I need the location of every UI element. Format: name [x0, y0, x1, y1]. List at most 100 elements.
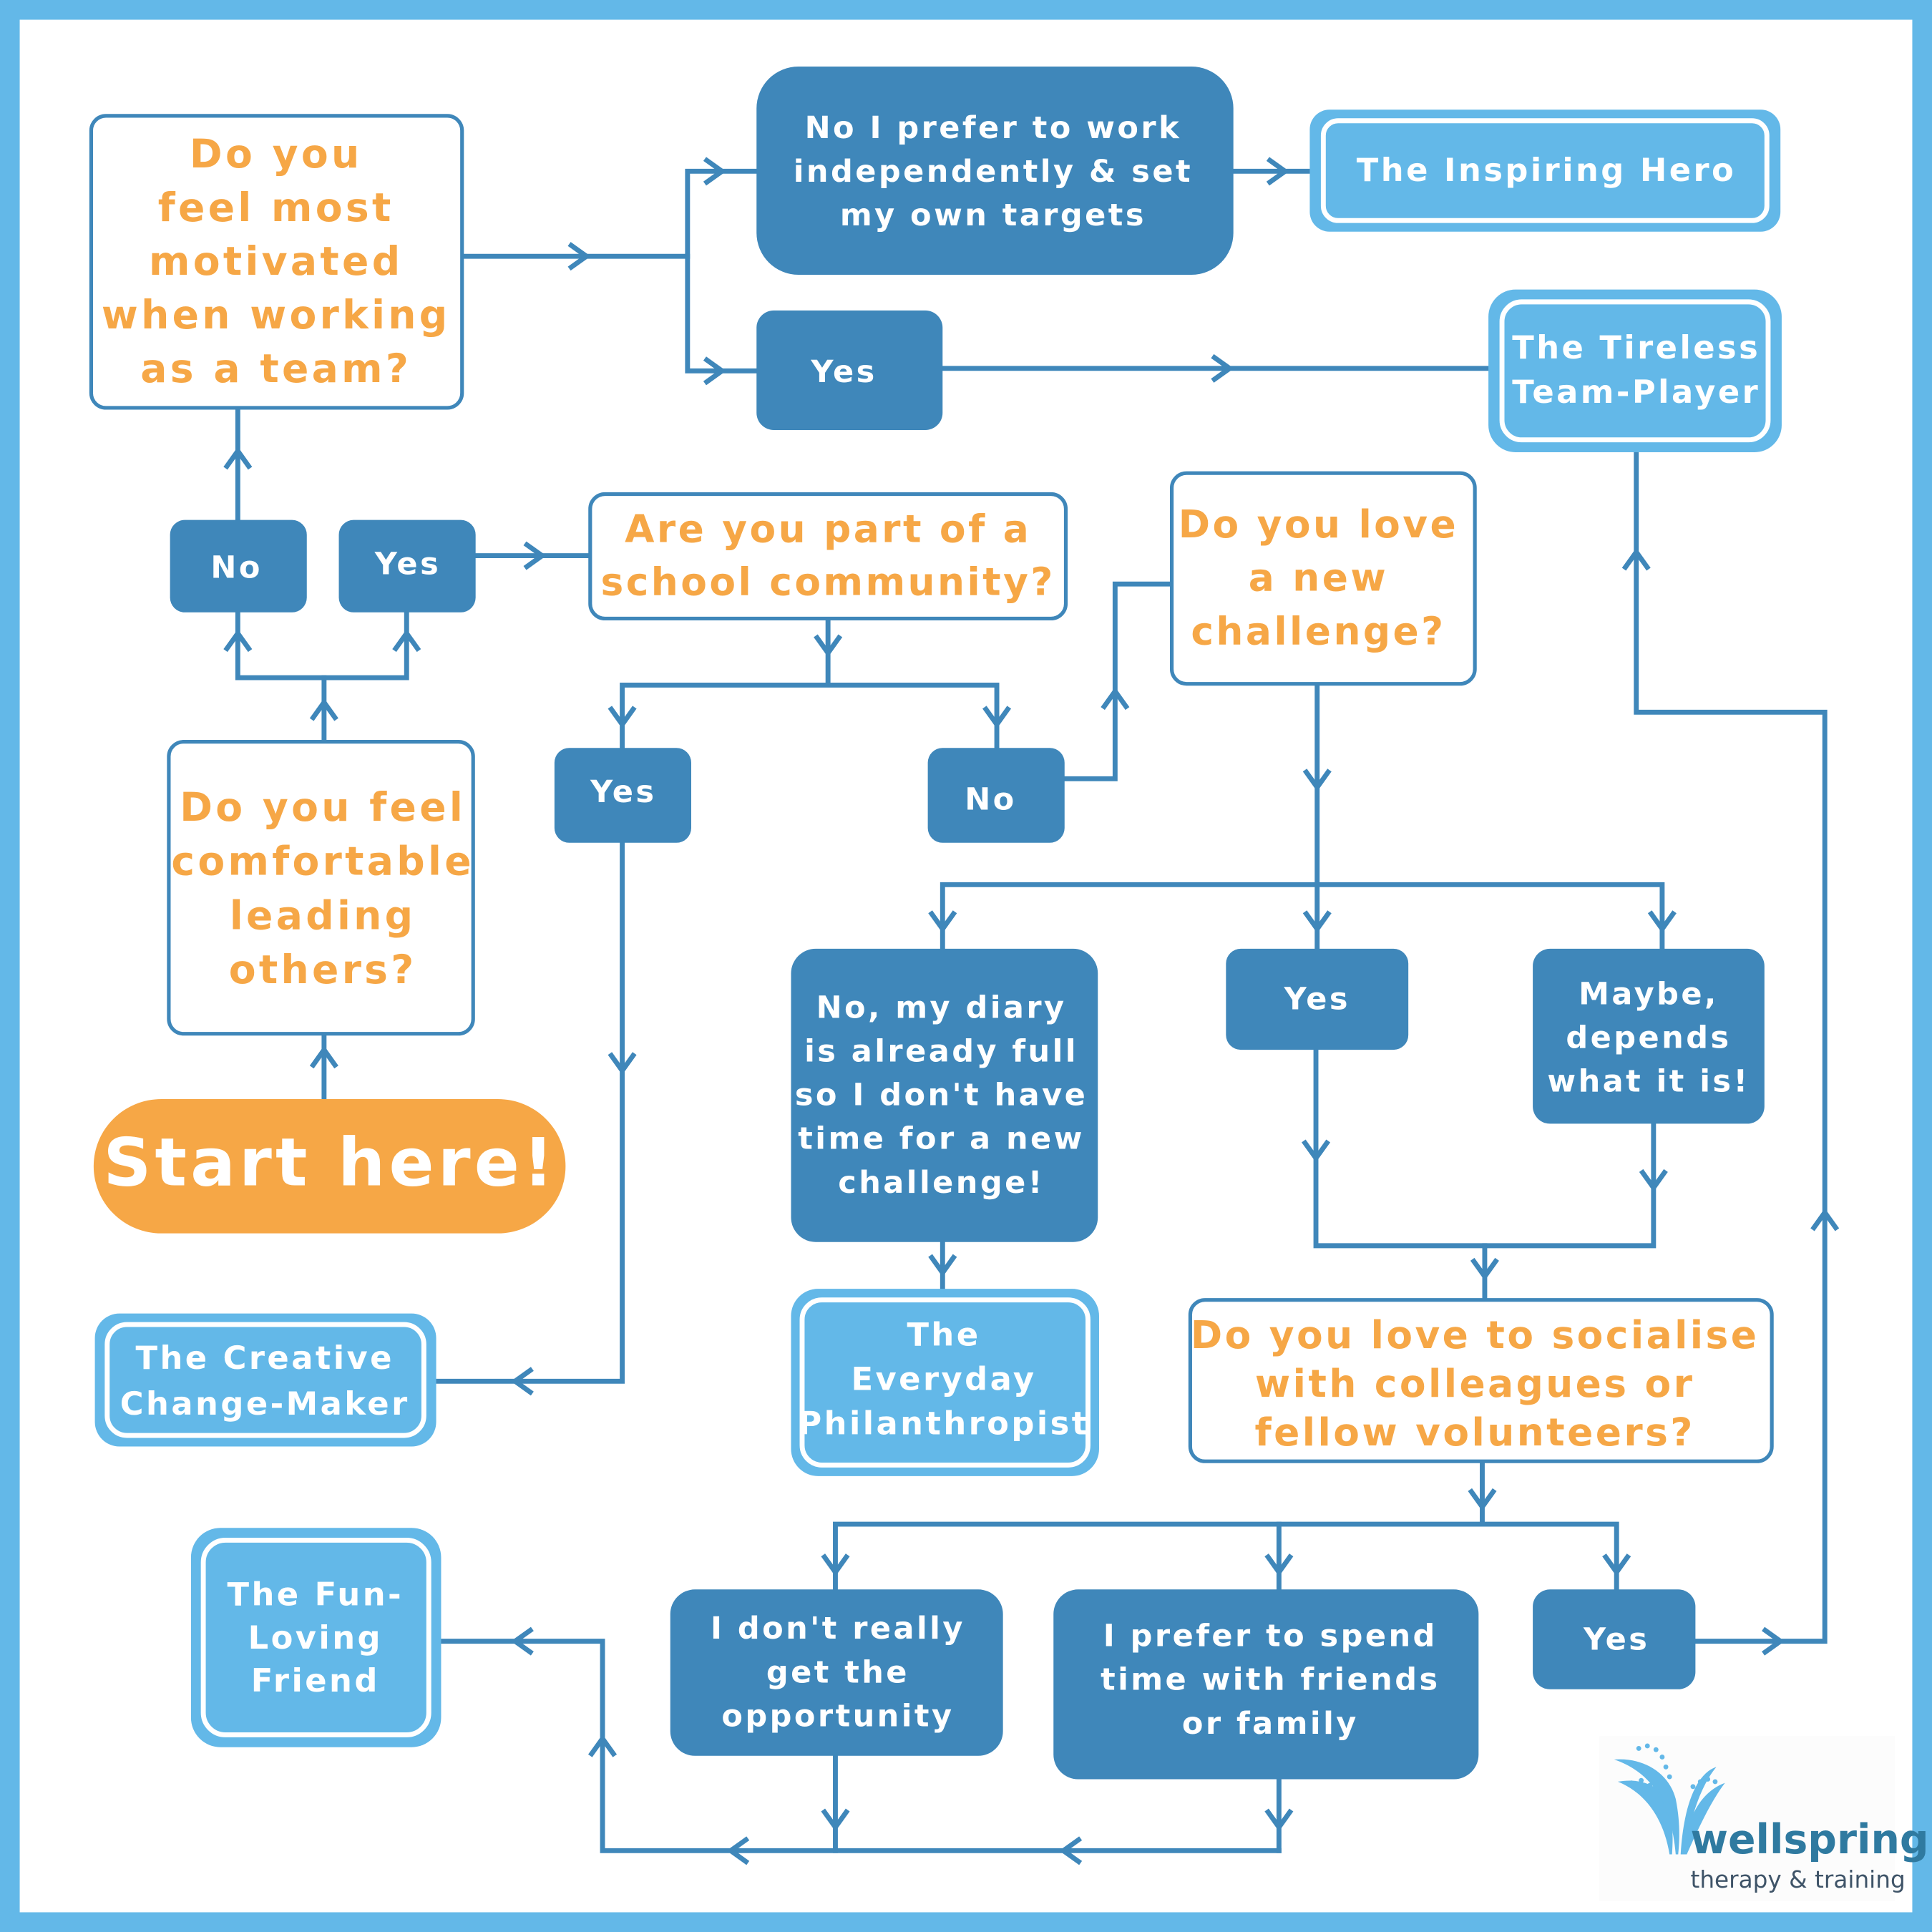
arrow-left-icon: [1059, 1836, 1083, 1865]
text-line: comfortable: [171, 839, 474, 884]
text-line: No: [210, 550, 262, 586]
text-line: challenge?: [1191, 609, 1445, 654]
question-box: [1169, 471, 1477, 686]
start-pill[interactable]: [93, 1098, 566, 1234]
answer-box[interactable]: [670, 1589, 1003, 1756]
arrow-down-icon: [1264, 1553, 1294, 1577]
text-line: as a team?: [140, 346, 411, 391]
text-line: Do you: [190, 131, 363, 177]
start-button[interactable]: Start here!: [93, 1098, 566, 1234]
text-line: challenge!: [838, 1165, 1045, 1201]
result-inspiring-hero[interactable]: The Inspiring Hero: [1309, 109, 1781, 232]
answer-box[interactable]: [927, 748, 1065, 843]
text-line: The Fun-: [228, 1576, 404, 1614]
answer-box[interactable]: [1226, 948, 1409, 1050]
text-line: Friend: [251, 1662, 380, 1699]
text-line: No: [965, 781, 1016, 817]
arrow-down-icon: [1602, 1553, 1631, 1577]
answer-box[interactable]: [756, 66, 1234, 275]
answer-leading-yes[interactable]: Yes: [338, 519, 476, 613]
arrow-up-icon: [223, 447, 253, 470]
arrow-up-icon: [223, 629, 253, 653]
arrow-right-icon: [1762, 1626, 1785, 1656]
result-text: The Inspiring Hero: [1357, 151, 1736, 189]
connector-challenge-split: [940, 882, 1665, 952]
text-line: I prefer to spend: [1103, 1619, 1438, 1654]
text-line: Yes: [374, 546, 441, 582]
text-line: a new: [1249, 555, 1388, 600]
arrow-down-icon: [928, 1254, 957, 1277]
text-line: school community?: [601, 560, 1055, 605]
answer-box[interactable]: [791, 948, 1098, 1242]
text-line: I don't really: [711, 1611, 965, 1646]
answer-team-yes[interactable]: Yes: [756, 310, 943, 430]
answer-box[interactable]: [1533, 948, 1765, 1124]
text-line: No, my diary: [816, 990, 1067, 1025]
arrow-down-icon: [1468, 1488, 1497, 1511]
answer-box[interactable]: [1053, 1589, 1479, 1780]
arrow-down-icon: [928, 910, 957, 934]
arrow-down-icon: [1264, 1808, 1294, 1832]
arrow-down-icon: [1647, 910, 1677, 934]
arrow-down-icon: [1639, 1169, 1668, 1192]
text-line: so I don't have: [795, 1078, 1088, 1113]
text-line: time for a new: [798, 1121, 1085, 1157]
arrow-down-icon: [608, 706, 637, 729]
arrow-right-icon: [1266, 157, 1289, 186]
wellspring-logo: wellspring therapy & training: [1599, 1736, 1929, 1901]
text-line: others?: [229, 947, 417, 992]
arrow-up-icon: [1621, 547, 1651, 571]
logo-background: [1599, 1736, 1896, 1901]
arrow-right-icon: [1211, 353, 1234, 383]
text-line: what it is!: [1547, 1064, 1750, 1100]
answer-social-yes[interactable]: Yes: [1533, 1589, 1696, 1689]
answer-box[interactable]: [170, 519, 307, 613]
answer-box[interactable]: [756, 310, 943, 430]
connectors: [223, 157, 1840, 1865]
text-line: Philanthropist: [798, 1404, 1089, 1442]
arrow-down-icon: [821, 1553, 850, 1577]
text-line: Change-Maker: [120, 1385, 410, 1423]
arrow-up-icon: [309, 1045, 338, 1069]
connector-to-fun-loving: [439, 1639, 1282, 1853]
text-line: when working: [102, 292, 451, 338]
arrow-down-icon: [1302, 769, 1332, 792]
logo-tagline: therapy & training: [1691, 1866, 1906, 1893]
answer-box[interactable]: [554, 748, 692, 843]
text-line: time with friends: [1101, 1662, 1440, 1698]
connector-leading-split: [235, 610, 409, 680]
arrow-up-icon: [309, 698, 338, 721]
answer-challenge-yes[interactable]: Yes: [1226, 948, 1409, 1050]
text-line: depends: [1566, 1020, 1731, 1056]
answer-box[interactable]: [338, 519, 476, 613]
answer-text: Yes: [810, 354, 877, 390]
answer-school-yes[interactable]: Yes: [554, 748, 692, 843]
arrow-down-icon: [982, 706, 1012, 729]
text-line: motivated: [149, 238, 403, 284]
text-line: Do you feel: [180, 784, 466, 830]
answer-box[interactable]: [1533, 1589, 1696, 1689]
text-line: fellow volunteers?: [1255, 1410, 1695, 1455]
answer-school-no[interactable]: No: [927, 748, 1065, 843]
answer-leading-no[interactable]: No: [170, 519, 307, 613]
arrow-right-icon: [567, 242, 591, 271]
result-inner: [799, 1297, 1091, 1468]
